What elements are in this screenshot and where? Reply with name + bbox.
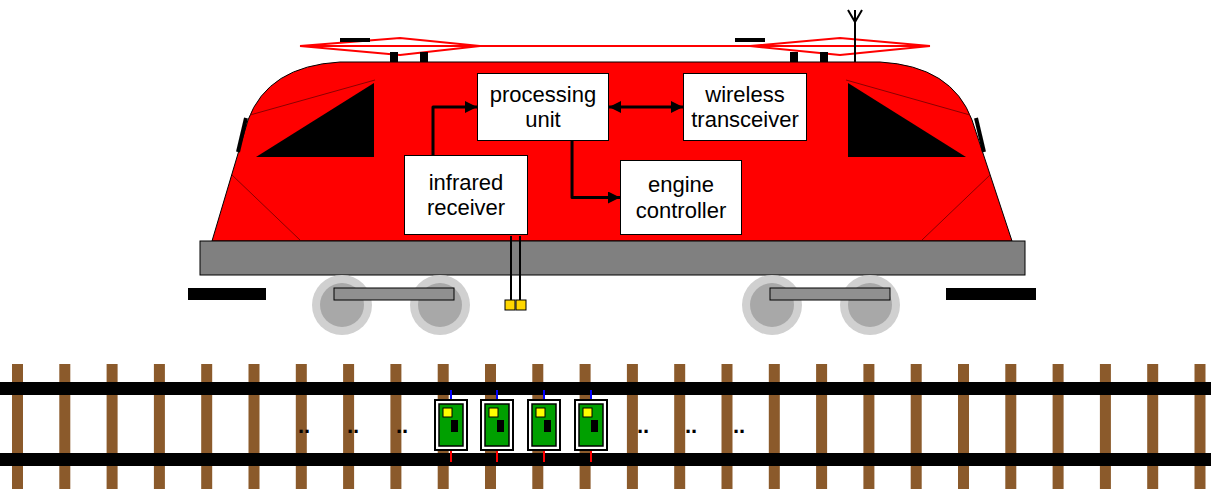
box-label: infrared receiver bbox=[410, 170, 522, 221]
track-beacons bbox=[435, 390, 607, 462]
component-box: engine controller bbox=[620, 160, 742, 235]
body-lines bbox=[232, 80, 990, 240]
ellipsis-mark: .. bbox=[347, 415, 359, 437]
window bbox=[256, 83, 374, 157]
ellipsis-mark: .. bbox=[298, 415, 310, 437]
ir-sensor bbox=[505, 300, 515, 310]
ellipsis-mark: .. bbox=[637, 415, 649, 437]
beacon bbox=[528, 390, 560, 462]
ellipsis-mark: .. bbox=[396, 415, 408, 437]
component-box: wireless transceiver bbox=[683, 73, 807, 141]
box-label: engine controller bbox=[626, 172, 736, 223]
buffer-beam bbox=[946, 288, 1036, 300]
roof-fittings bbox=[340, 38, 828, 62]
ellipsis-mark: .. bbox=[733, 415, 745, 437]
rail bbox=[0, 382, 1211, 395]
component-box: infrared receiver bbox=[404, 155, 528, 235]
box-label: wireless transceiver bbox=[689, 82, 801, 133]
rail bbox=[0, 453, 1211, 466]
bogie bbox=[770, 288, 890, 300]
mirrors bbox=[238, 118, 984, 152]
signal-arrow bbox=[572, 141, 620, 198]
beacon bbox=[481, 390, 513, 462]
bogie bbox=[334, 288, 454, 300]
buffer-beam bbox=[188, 288, 266, 300]
locomotive-body bbox=[212, 62, 1012, 241]
beacon bbox=[435, 390, 467, 462]
wheels bbox=[312, 275, 900, 335]
signal-arrow bbox=[609, 106, 683, 109]
sensor-wires bbox=[511, 236, 520, 300]
beacon bbox=[575, 390, 607, 462]
window bbox=[848, 83, 966, 157]
underframe bbox=[200, 241, 1025, 275]
box-label: processing unit bbox=[483, 82, 603, 133]
component-box: processing unit bbox=[477, 73, 609, 141]
antenna bbox=[848, 10, 862, 62]
ellipsis-mark: .. bbox=[685, 415, 697, 437]
signal-arrow bbox=[433, 107, 477, 155]
ir-sensor bbox=[516, 300, 526, 310]
